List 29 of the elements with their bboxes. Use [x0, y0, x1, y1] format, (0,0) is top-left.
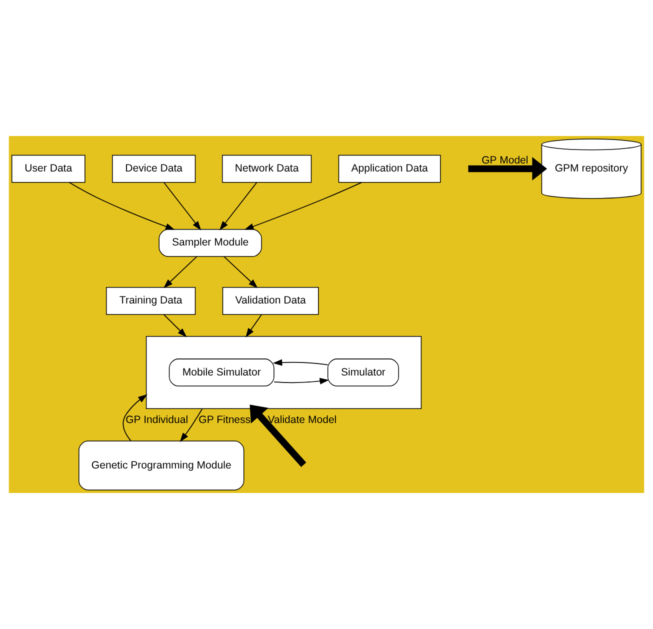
edge-label: Validate Model: [268, 414, 337, 426]
arrow: [468, 157, 548, 180]
node-box: Validation Data: [222, 287, 319, 315]
arrow: [246, 314, 262, 338]
node-box: Device Data: [112, 154, 196, 183]
edge-label: GP Model: [482, 154, 528, 167]
node-box: Application Data: [338, 154, 441, 183]
node-box: Mobile Simulator: [168, 358, 274, 386]
node-box: Genetic Programming Module: [78, 440, 244, 490]
arrow: [220, 182, 258, 230]
edge-label: GP Individual: [126, 414, 188, 426]
arrow: [272, 359, 328, 366]
arrow: [244, 182, 362, 230]
arrow: [274, 378, 330, 384]
node-box: Simulator: [327, 358, 399, 386]
arrow: [224, 256, 258, 288]
node-box: User Data: [11, 154, 86, 183]
edge-label: GP Fitness: [198, 414, 251, 426]
arrow: [68, 182, 175, 230]
arrow: [250, 404, 306, 467]
arrow: [122, 394, 148, 442]
arrow: [163, 256, 198, 288]
arrow: [163, 182, 202, 230]
node-box: Sampler Module: [158, 229, 262, 257]
arrow: [180, 408, 203, 442]
arrow: [163, 314, 187, 338]
node-box: Network Data: [222, 154, 312, 183]
node-box: Training Data: [106, 287, 196, 315]
cluster: [146, 336, 422, 410]
